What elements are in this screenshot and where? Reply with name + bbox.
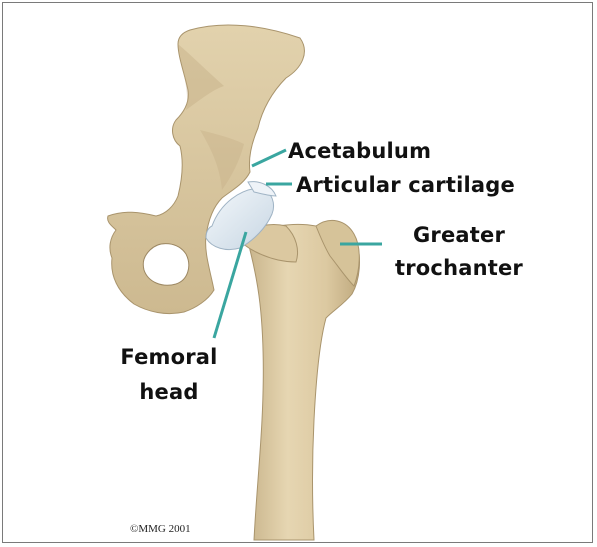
label-acetabulum: Acetabulum bbox=[288, 140, 431, 163]
label-articular-cartilage: Articular cartilage bbox=[296, 174, 515, 197]
label-greater-trochanter-line2: trochanter bbox=[384, 257, 534, 280]
obturator-foramen bbox=[143, 244, 189, 286]
label-femoral-head-line1: Femoral bbox=[104, 346, 234, 369]
label-greater-trochanter-line1: Greater bbox=[384, 224, 534, 247]
copyright-notice: ©MMG 2001 bbox=[130, 523, 191, 535]
label-femoral-head: Femoral head bbox=[104, 346, 234, 404]
acetabulum-leader-line bbox=[252, 150, 286, 166]
label-femoral-head-line2: head bbox=[104, 381, 234, 404]
label-greater-trochanter: Greater trochanter bbox=[384, 224, 534, 280]
